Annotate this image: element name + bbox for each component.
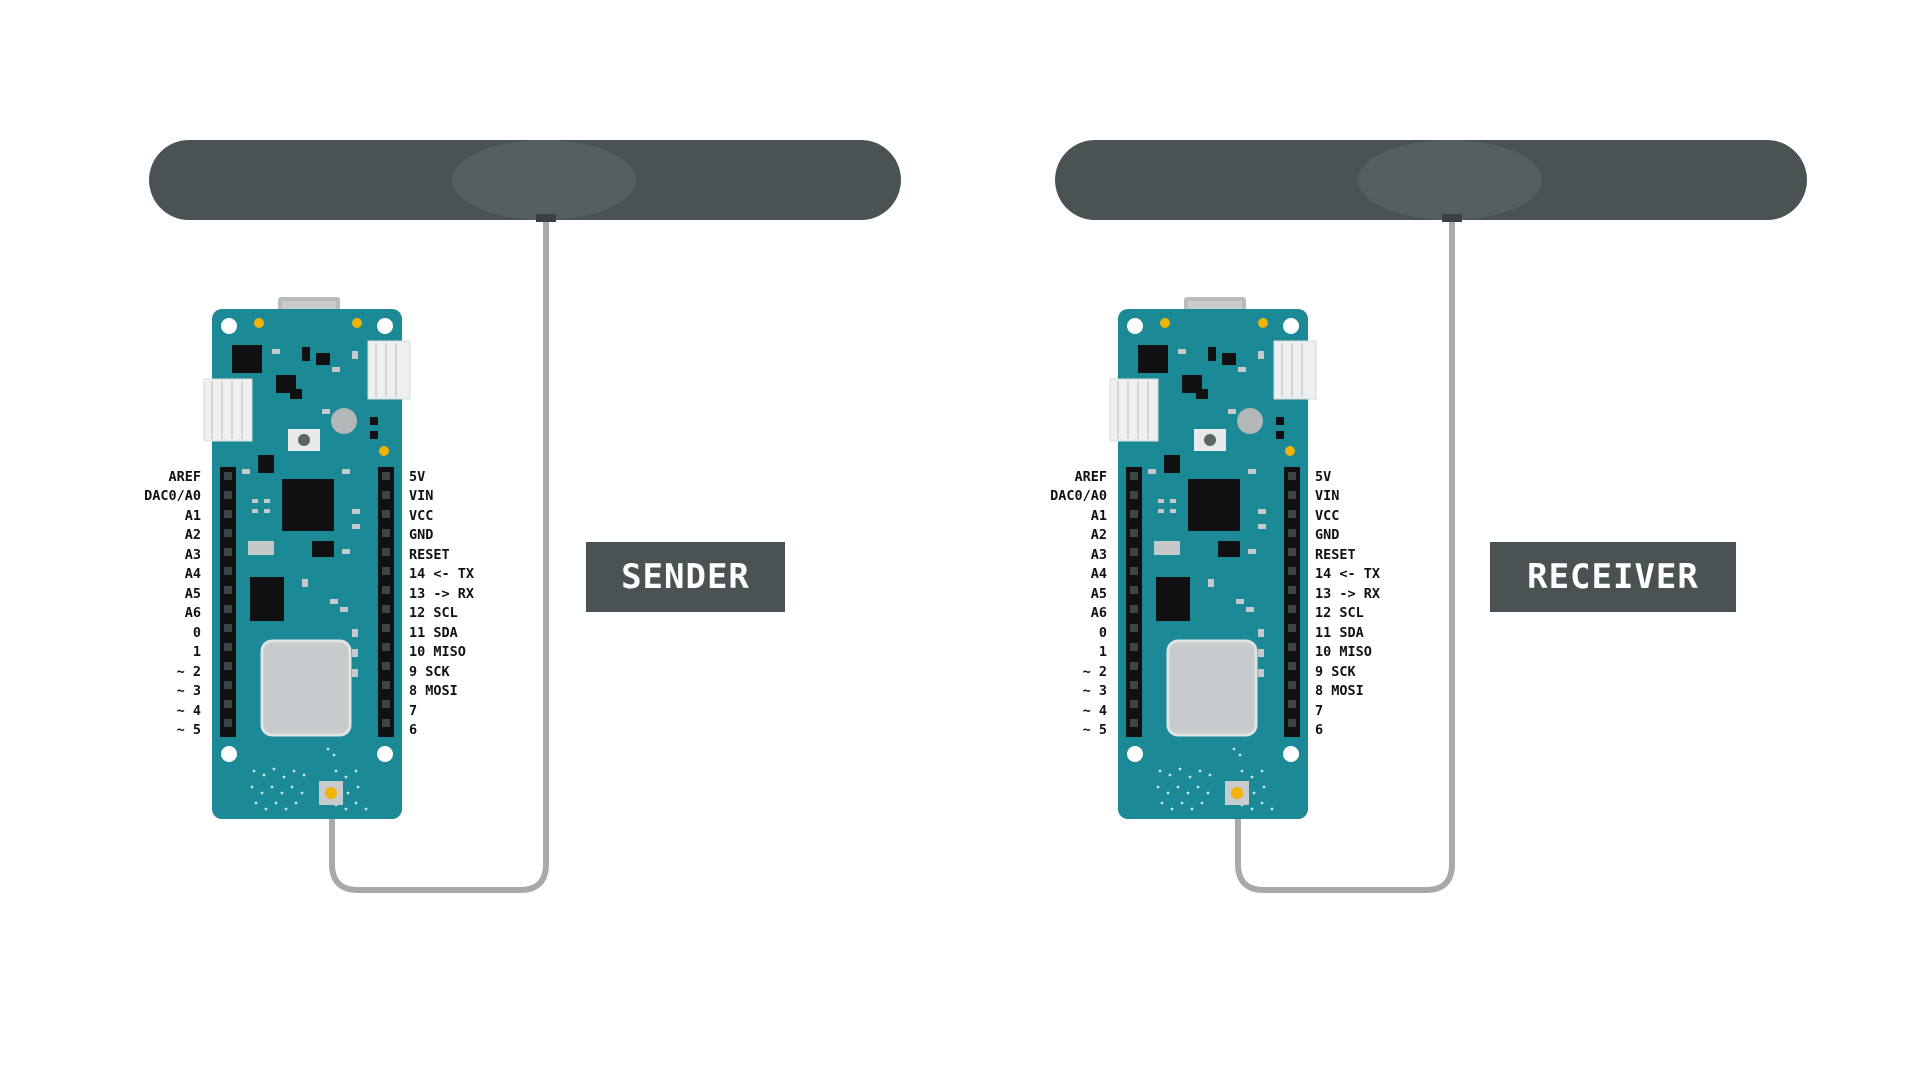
receiver-group: AREF DAC0/A0 A1 A2 A3 A4 A5 A6 0 1 ~ 2 ~… (1050, 140, 1807, 893)
receiver-pin-left: 1 (1099, 644, 1107, 660)
sender-pin-right: 6 (409, 722, 417, 738)
sender-pin-right: 7 (409, 703, 417, 719)
sender-antenna-feed (536, 214, 556, 222)
sender-pin-left: A4 (185, 566, 201, 582)
sender-pin-left: ~ 4 (177, 703, 201, 719)
sender-pin-right: 8 MOSI (409, 683, 458, 699)
receiver-label: RECEIVER (1490, 542, 1736, 612)
receiver-pin-right: 9 SCK (1315, 664, 1357, 680)
sender-pin-left: A3 (185, 547, 201, 563)
receiver-pin-right: 13 -> RX (1315, 586, 1380, 602)
sender-pin-left: A5 (185, 586, 201, 602)
receiver-pin-left: ~ 4 (1083, 703, 1107, 719)
receiver-pin-left: A2 (1091, 527, 1107, 543)
receiver-pin-right: 7 (1315, 703, 1323, 719)
sender-pin-right: 12 SCL (409, 605, 458, 621)
receiver-pin-left: A1 (1091, 508, 1107, 524)
sender-pin-left: A2 (185, 527, 201, 543)
receiver-pin-right: 5V (1315, 469, 1331, 485)
sender-pin-left: A1 (185, 508, 201, 524)
receiver-left-pin-labels: AREF DAC0/A0 A1 A2 A3 A4 A5 A6 0 1 ~ 2 ~… (1050, 469, 1107, 738)
sender-pin-left: ~ 3 (177, 683, 201, 699)
receiver-board (1108, 295, 1318, 821)
sender-pin-right: 5V (409, 469, 425, 485)
receiver-pin-right: 11 SDA (1315, 625, 1364, 641)
receiver-antenna-patch (1358, 140, 1542, 220)
sender-pin-right: VIN (409, 488, 433, 504)
receiver-pin-left: ~ 3 (1083, 683, 1107, 699)
sender-right-pin-labels: 5V VIN VCC GND RESET 14 <- TX 13 -> RX 1… (409, 469, 474, 738)
sender-pin-left: ~ 2 (177, 664, 201, 680)
sender-pin-right: VCC (409, 508, 433, 524)
sender-antenna-patch (452, 140, 636, 220)
sender-pin-right: GND (409, 527, 433, 543)
sender-pin-left: A6 (185, 605, 201, 621)
receiver-pin-left: A4 (1091, 566, 1107, 582)
receiver-pin-right: RESET (1315, 547, 1356, 563)
receiver-antenna-cable (1235, 215, 1455, 893)
receiver-antenna-feed (1442, 214, 1462, 222)
sender-pin-right: RESET (409, 547, 450, 563)
receiver-pin-right: 6 (1315, 722, 1323, 738)
receiver-pin-left: A3 (1091, 547, 1107, 563)
sender-pin-left: DAC0/A0 (144, 488, 201, 504)
receiver-pin-right: VIN (1315, 488, 1339, 504)
receiver-pin-right: 10 MISO (1315, 644, 1372, 660)
sender-antenna-cable (329, 215, 549, 893)
receiver-pin-right: 12 SCL (1315, 605, 1364, 621)
sender-label: SENDER (586, 542, 785, 612)
receiver-pin-left: DAC0/A0 (1050, 488, 1107, 504)
receiver-pin-right: 14 <- TX (1315, 566, 1380, 582)
receiver-pin-left: ~ 2 (1083, 664, 1107, 680)
sender-pin-right: 9 SCK (409, 664, 451, 680)
receiver-pin-left: AREF (1074, 469, 1107, 485)
sender-board (202, 295, 412, 821)
sender-pin-left: 0 (193, 625, 201, 641)
sender-pin-right: 10 MISO (409, 644, 466, 660)
receiver-right-pin-labels: 5V VIN VCC GND RESET 14 <- TX 13 -> RX 1… (1315, 469, 1380, 738)
receiver-pin-left: 0 (1099, 625, 1107, 641)
receiver-pin-right: VCC (1315, 508, 1339, 524)
sender-pin-left: 1 (193, 644, 201, 660)
receiver-pin-left: ~ 5 (1083, 722, 1107, 738)
receiver-pin-right: GND (1315, 527, 1339, 543)
sender-pin-left: ~ 5 (177, 722, 201, 738)
sender-pin-right: 11 SDA (409, 625, 458, 641)
receiver-pin-left: A6 (1091, 605, 1107, 621)
sender-left-pin-labels: AREF DAC0/A0 A1 A2 A3 A4 A5 A6 0 1 ~ 2 ~… (144, 469, 201, 738)
sender-pin-right: 14 <- TX (409, 566, 474, 582)
sender-pin-left: AREF (168, 469, 201, 485)
sender-pin-right: 13 -> RX (409, 586, 474, 602)
sender-group: AREF DAC0/A0 A1 A2 A3 A4 A5 A6 0 1 ~ 2 ~… (144, 140, 901, 893)
receiver-pin-right: 8 MOSI (1315, 683, 1364, 699)
receiver-pin-left: A5 (1091, 586, 1107, 602)
